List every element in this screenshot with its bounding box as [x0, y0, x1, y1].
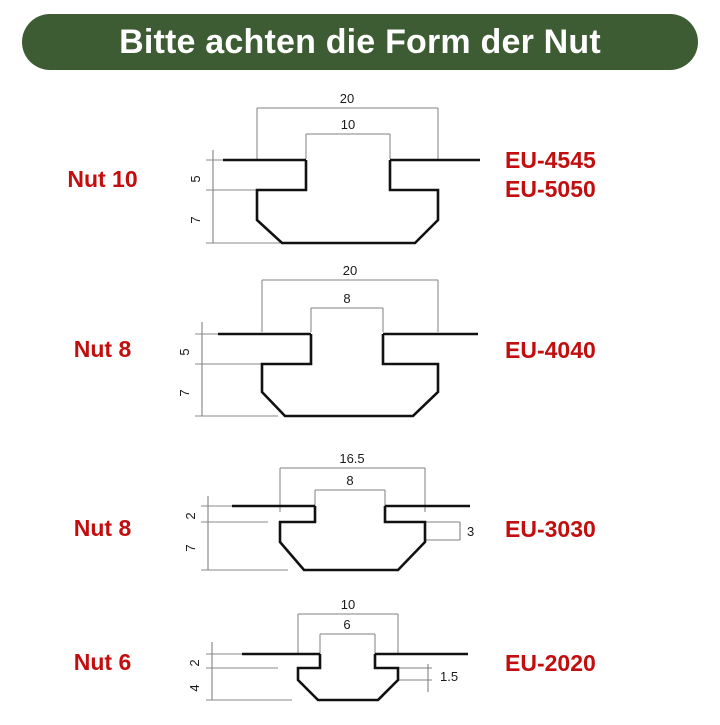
dimension-value-topdepth-1: 5	[188, 175, 203, 182]
dimension-outer-width-1: 20	[256, 91, 439, 159]
technical-drawing-3: 16.5 8 2 7	[170, 440, 520, 597]
dimension-slot-width-2: 8	[310, 291, 384, 332]
dimension-value-side-4: 1.5	[440, 669, 458, 684]
model-label-1-0: EU-4545	[505, 147, 596, 173]
model-label-2-0: EU-4040	[505, 337, 596, 363]
dimension-value-side-3: 3	[467, 524, 474, 539]
model-labels-3: EU-3030	[505, 515, 705, 544]
dimension-outer-width-2: 20	[261, 263, 439, 332]
model-labels-2: EU-4040	[505, 336, 705, 365]
dimension-value-lowerdepth-2: 7	[177, 389, 192, 396]
nut-size-label-1: Nut 10	[67, 166, 138, 192]
header-banner: Bitte achten die Form der Nut	[22, 14, 698, 70]
technical-drawing-4: 10 6 2 4	[170, 592, 520, 725]
dimension-value-lowerdepth-1: 7	[188, 216, 203, 223]
nut-size-label-4: Nut 6	[73, 649, 132, 675]
profile-row-nut-8-3030: Nut 8 16.5 8 2	[0, 440, 720, 592]
tslot-profile-outline-4	[242, 652, 468, 702]
dimension-outer-width-3: 16.5	[279, 451, 426, 512]
dimension-outer-width-4: 10	[297, 597, 399, 654]
dimension-value-topdepth-3: 2	[183, 512, 198, 519]
tslot-profile-outline-1	[223, 158, 480, 245]
model-label-1-1: EU-5050	[505, 175, 596, 202]
tslot-profile-outline-2	[218, 332, 478, 418]
model-label-4-0: EU-2020	[505, 650, 596, 676]
dimension-value-topdepth-4: 2	[187, 659, 202, 666]
profile-row-nut-8-4040: Nut 8 20 8 5 7	[0, 256, 720, 428]
dimension-vertical-3: 2 7	[183, 496, 288, 571]
tslot-profile-outline-3	[232, 504, 470, 572]
technical-drawing-1: 20 10 5 7	[170, 78, 510, 261]
dimension-side-3: 3	[425, 521, 474, 541]
dimension-value-topdepth-2: 5	[177, 348, 192, 355]
dimension-value-lowerdepth-4: 4	[187, 684, 202, 691]
dimension-value-slot-4: 6	[343, 617, 350, 632]
nut-size-label-2: Nut 8	[73, 336, 132, 362]
dimension-slot-width-4: 6	[319, 617, 376, 654]
dimension-value-outer-2: 20	[343, 263, 357, 278]
dimension-vertical-2: 5 7	[177, 322, 310, 417]
dimension-vertical-1: 5 7	[188, 150, 305, 244]
model-labels-1: EU-4545 EU-5050	[505, 146, 705, 204]
profile-row-nut-10: Nut 10 20 10	[0, 78, 720, 256]
model-label-3-0: EU-3030	[505, 516, 596, 542]
dimension-value-slot-2: 8	[343, 291, 350, 306]
dimension-value-outer-4: 10	[341, 597, 355, 612]
dimension-side-4: 1.5	[398, 664, 458, 692]
page-title: Bitte achten die Form der Nut	[119, 23, 601, 61]
dimension-value-lowerdepth-3: 7	[183, 544, 198, 551]
nut-size-label-3: Nut 8	[73, 515, 132, 541]
dimension-slot-width-3: 8	[314, 473, 386, 512]
model-labels-4: EU-2020	[505, 649, 705, 678]
dimension-slot-width-1: 10	[305, 117, 391, 159]
dimension-value-outer-3: 16.5	[339, 451, 364, 466]
dimension-vertical-4: 2 4	[187, 642, 292, 701]
dimension-value-slot-1: 10	[341, 117, 355, 132]
technical-drawing-2: 20 8 5 7	[170, 256, 510, 433]
dimension-value-outer-1: 20	[340, 91, 354, 106]
dimension-value-slot-3: 8	[346, 473, 353, 488]
profile-row-nut-6: Nut 6 10 6 2 4	[0, 592, 720, 720]
